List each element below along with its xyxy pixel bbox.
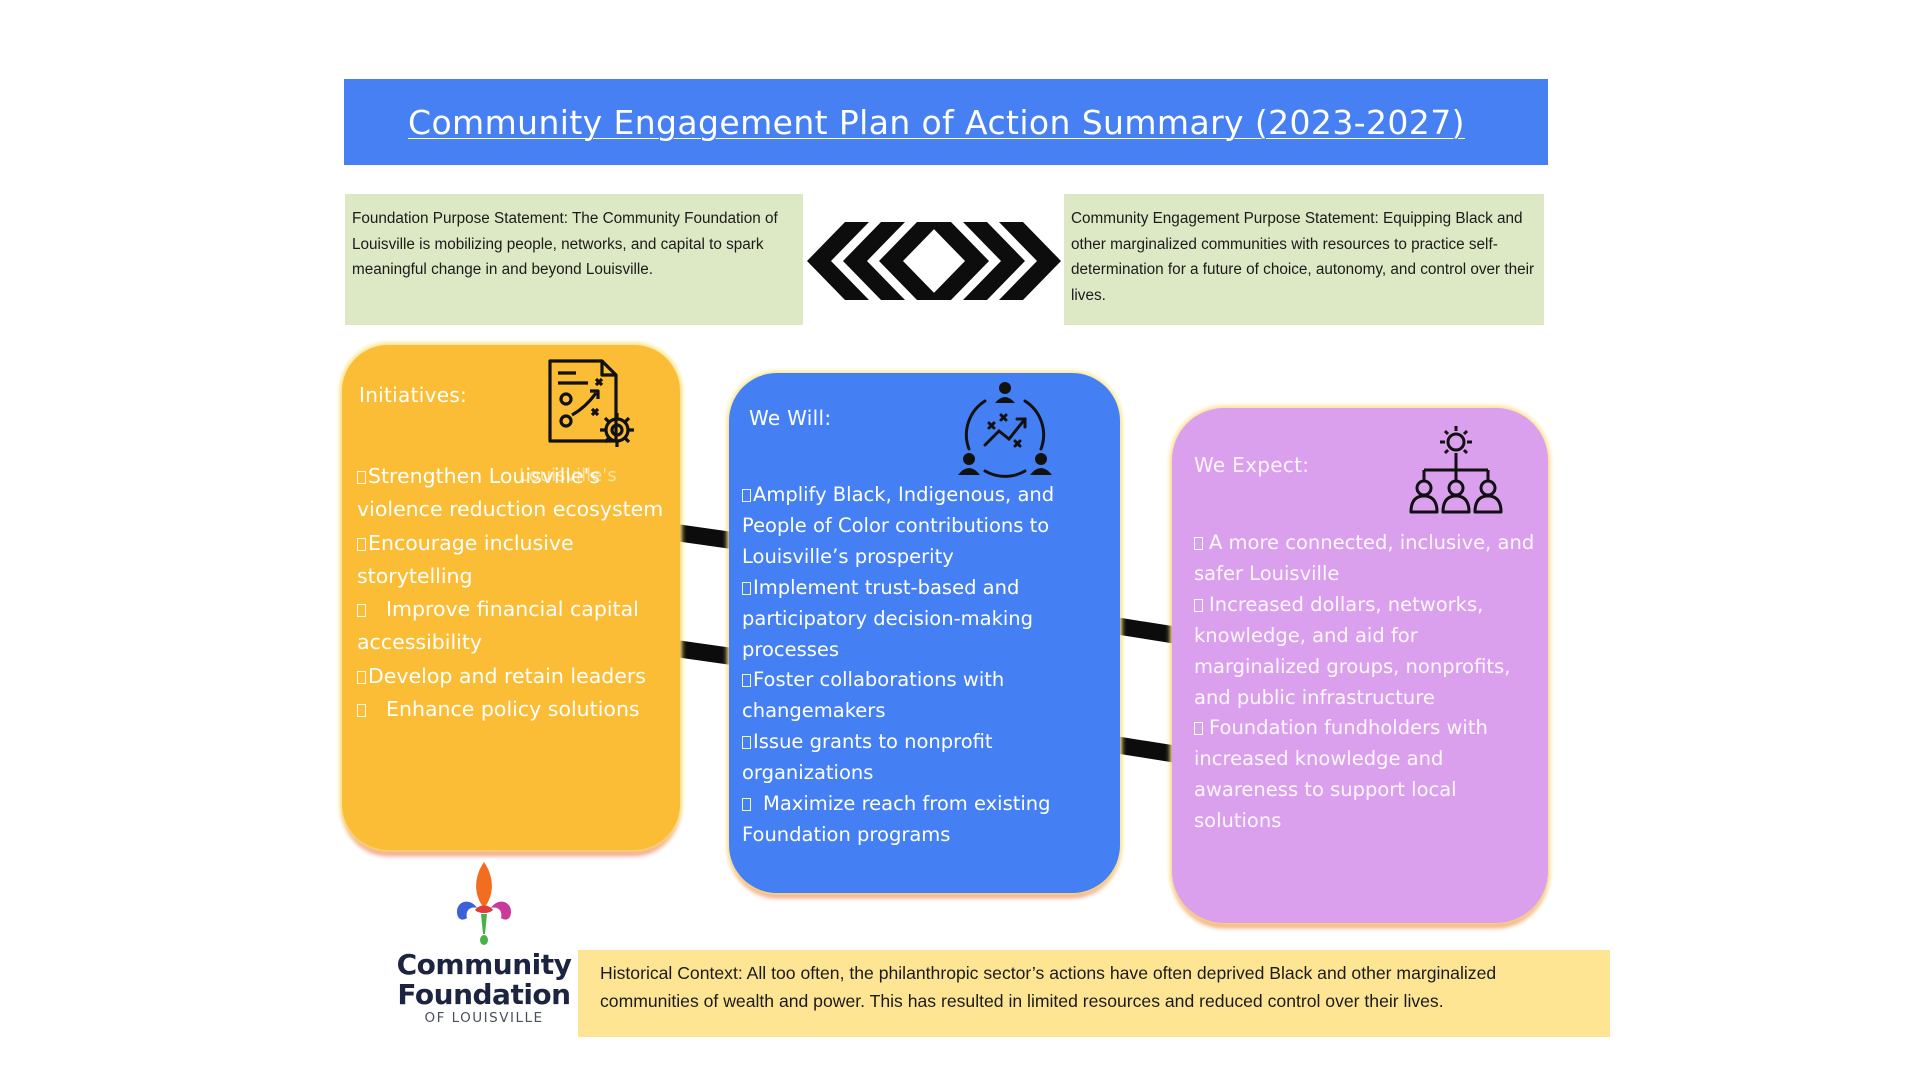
we-expect-heading: We Expect: (1194, 453, 1310, 477)
bullet-box-icon (1194, 598, 1203, 612)
hierarchy-gear-people-icon (1409, 426, 1503, 514)
historical-context: Historical Context: All too often, the p… (578, 950, 1610, 1037)
logo-text-community: Community (396, 948, 572, 981)
we-will-list: Amplify Black, Indigenous, and People of… (742, 480, 1114, 851)
bullet-box-icon (1194, 722, 1203, 736)
connector-bar (1115, 736, 1177, 763)
we-expect-list: A more connected, inclusive, and safer L… (1194, 528, 1539, 837)
connector-bar (1115, 617, 1177, 644)
logo-text-of-louisville: OF LOUISVILLE (424, 1010, 544, 1026)
connector-bar (675, 524, 733, 549)
title-banner: Community Engagement Plan of Action Summ… (344, 79, 1548, 165)
foundation-purpose-statement: Foundation Purpose Statement: The Commun… (345, 194, 803, 325)
engagement-purpose-statement: Community Engagement Purpose Statement: … (1064, 194, 1544, 325)
we-will-card: We Will: Amplify Black, Indigenous, and … (729, 373, 1120, 893)
initiatives-heading: Initiatives: (359, 383, 468, 407)
strategy-document-gear-icon (548, 359, 634, 447)
bullet-box-icon (742, 674, 751, 688)
list-item: Implement trust-based and participatory … (742, 575, 1034, 661)
list-item: Foundation fundholders with increased kn… (1194, 716, 1488, 833)
team-growth-chart-icon (958, 382, 1052, 478)
bullet-box-icon (742, 489, 751, 502)
we-expect-card: We Expect: A more connected, inclusive, … (1172, 408, 1548, 923)
list-item: Maximize reach from existing Foundation … (742, 792, 1051, 846)
we-will-heading: We Will: (749, 406, 832, 430)
community-foundation-logo: Community Foundation OF LOUISVILLE (395, 860, 573, 1030)
bullet-box-icon (357, 670, 366, 684)
initiatives-list: Strengthen Louisville's violence reducti… (357, 460, 672, 726)
list-item: Enhance policy solutions (357, 693, 672, 726)
list-item: Strengthen Louisville's violence reducti… (357, 464, 664, 522)
list-item: Increased dollars, networks, knowledge, … (1194, 592, 1511, 709)
fleur-de-lis-icon (457, 862, 511, 945)
bullet-box-icon (742, 798, 751, 812)
list-item: Improve financial capital accessibility (357, 597, 639, 655)
initiatives-card: Initiatives: Louisville's Strengthen Lou… (342, 345, 680, 850)
bullet-box-icon (357, 471, 366, 484)
list-item: A more connected, inclusive, and safer L… (1194, 531, 1535, 585)
overlap-label: Louisville's (519, 465, 617, 486)
bullet-box-icon (742, 736, 751, 750)
list-item: Develop and retain leaders (357, 660, 672, 693)
bullet-box-icon (1194, 537, 1203, 550)
list-item: Issue grants to nonprofit organizations (742, 730, 993, 785)
bullet-box-icon (742, 581, 751, 595)
bullet-box-icon (357, 537, 366, 551)
list-item: Foster collaborations with changemakers (742, 668, 1005, 723)
page-title: Community Engagement Plan of Action Summ… (408, 102, 1465, 142)
connector-bar (675, 640, 733, 665)
list-item: Encourage inclusive storytelling (357, 530, 574, 588)
double-chevron-arrows-icon (807, 222, 1061, 300)
list-item: Amplify Black, Indigenous, and People of… (742, 483, 1055, 568)
bullet-box-icon (357, 704, 366, 718)
logo-text-foundation: Foundation (397, 978, 571, 1011)
bullet-box-icon (357, 604, 366, 618)
